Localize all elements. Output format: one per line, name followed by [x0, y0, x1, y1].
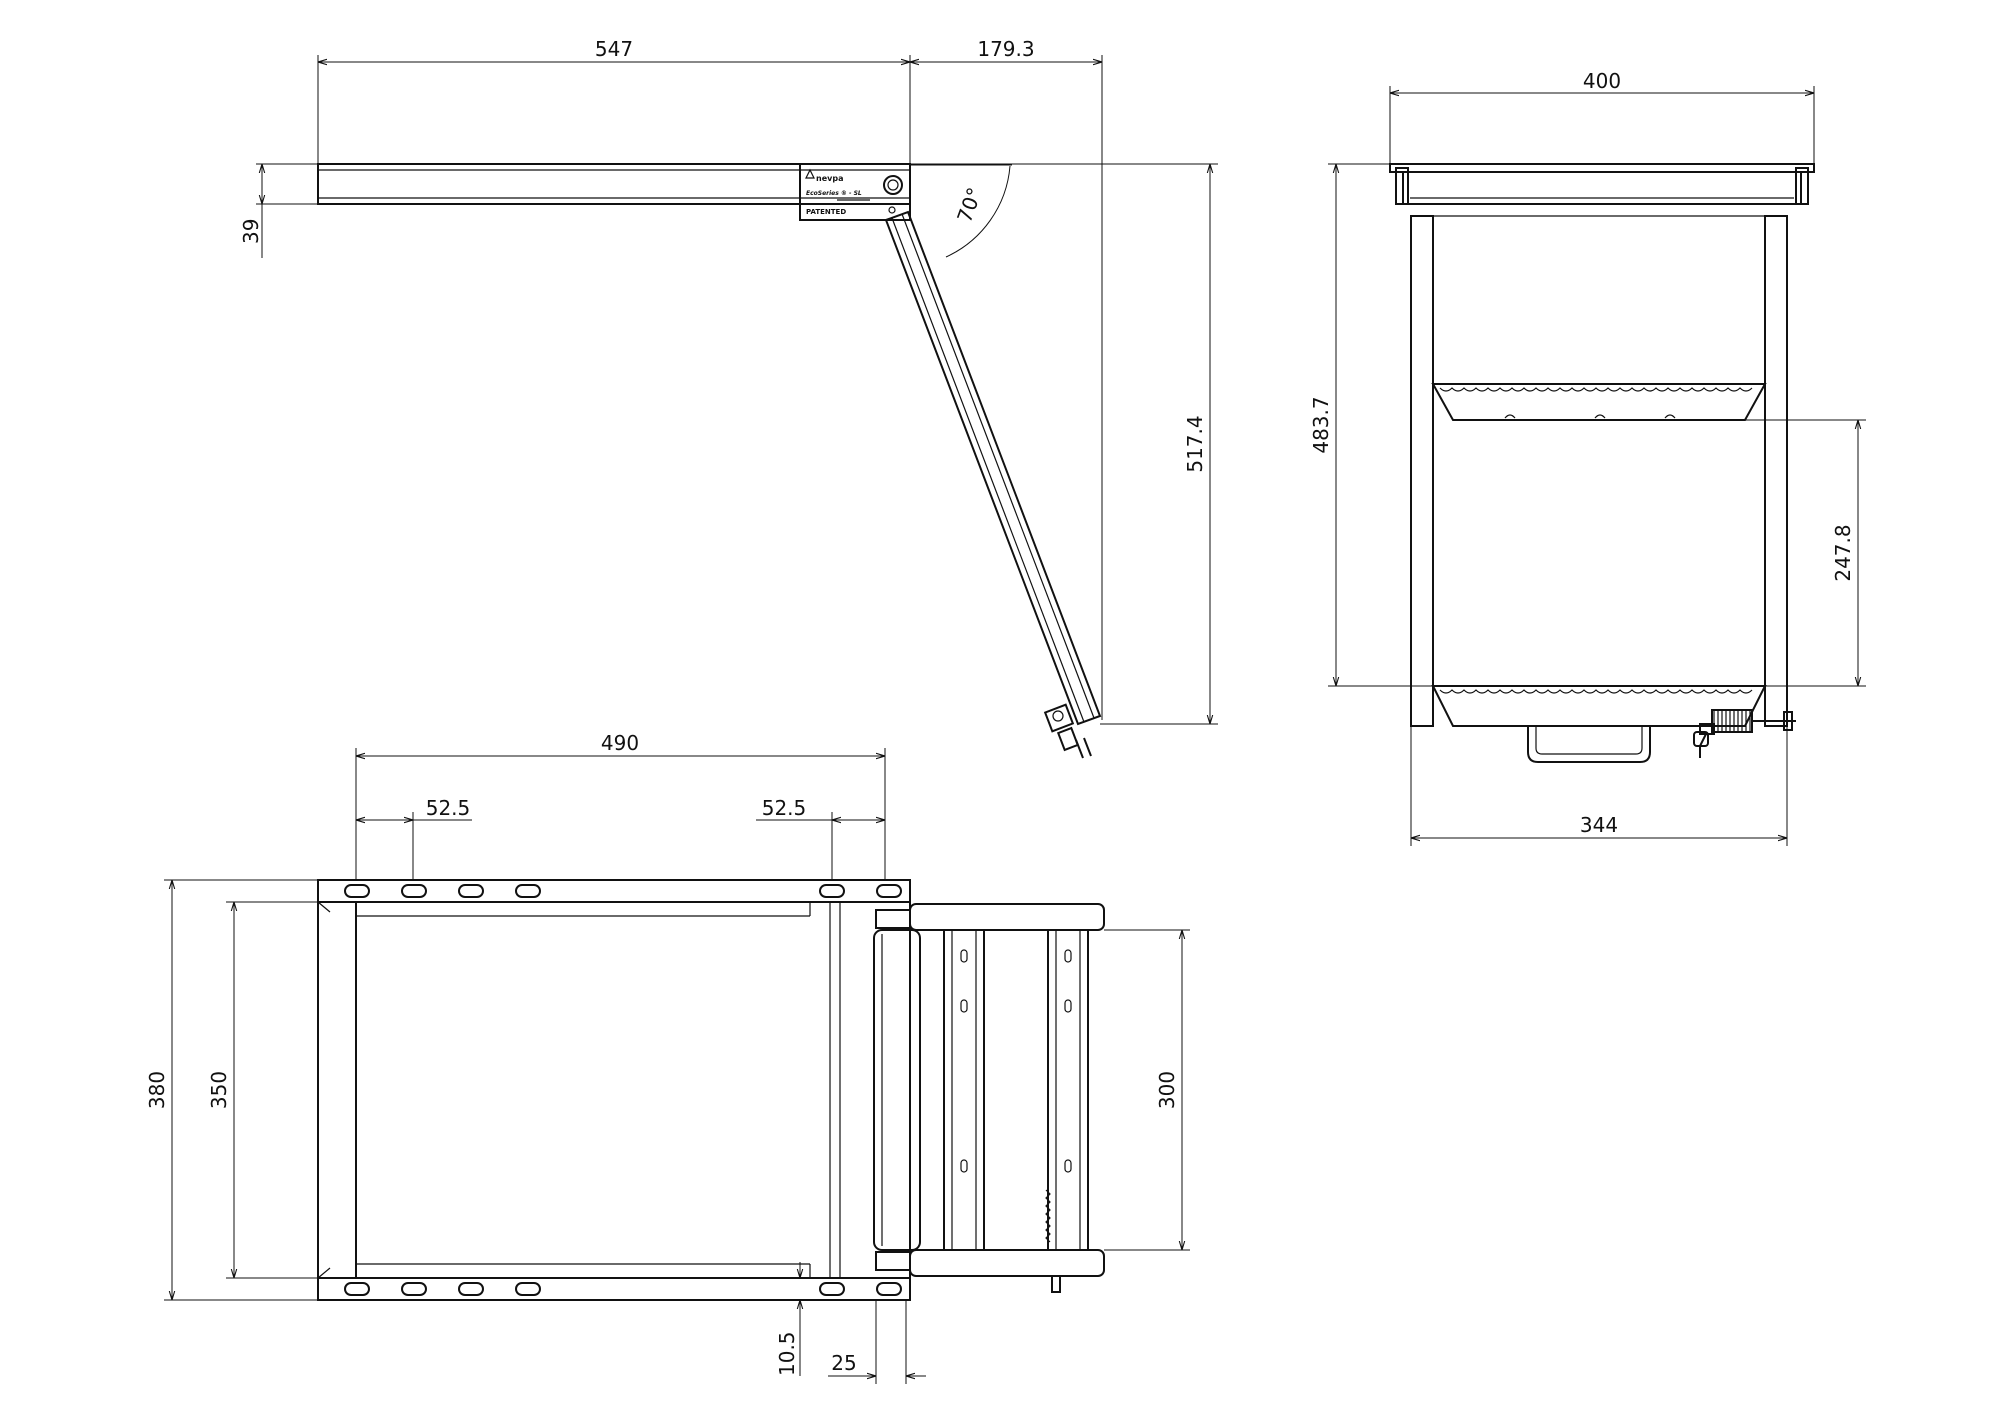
mounting-slots-lower [344, 1282, 902, 1296]
arm-foot [1043, 703, 1075, 733]
dim-side-angle: 70° [952, 184, 987, 226]
hinge-lower [875, 1251, 911, 1271]
dim-top-hole-left: 52.5 [426, 796, 471, 820]
step-pin [1051, 1275, 1061, 1293]
dim-top-edge: 10.5 [775, 1331, 799, 1376]
dim-top-step-width: 300 [1155, 1071, 1179, 1109]
dim-front-top-width: 400 [1583, 69, 1621, 93]
upper-step-treads [1439, 387, 1753, 419]
step-back-bar [909, 1249, 1105, 1277]
dim-top-width: 490 [601, 731, 639, 755]
dim-top-flange: 25 [831, 1351, 856, 1375]
spring-mechanism [1693, 709, 1796, 758]
step-tread-2 [1047, 929, 1089, 1251]
front-housing [1402, 171, 1802, 205]
lower-step [1431, 685, 1767, 727]
dim-top-hole-right: 52.5 [762, 796, 807, 820]
dim-front-bottom-width: 344 [1580, 813, 1618, 837]
label-brand: nevpa [816, 174, 843, 183]
step-roller [873, 929, 921, 1251]
pivot-bolt-icon [883, 175, 903, 195]
step-spring-icon [1045, 1189, 1051, 1243]
front-top-plate [1389, 163, 1815, 173]
lower-step-treads [1439, 689, 1753, 694]
dim-side-height: 517.4 [1183, 415, 1207, 472]
top-rail-lower [317, 1277, 911, 1301]
dim-side-length: 547 [595, 37, 633, 61]
label-series: EcoSeries ® - SL [806, 190, 862, 197]
label-plate [799, 163, 911, 221]
angle-arc [945, 165, 1011, 258]
dim-front-height: 483.7 [1309, 396, 1333, 453]
top-left-rail [317, 901, 357, 1279]
dim-side-extension: 179.3 [977, 37, 1034, 61]
right-upright [1764, 215, 1788, 727]
side-view: nevpa EcoSeries ® - SL PATENTED 70° 547 … [239, 37, 1218, 759]
mounting-slots-upper [344, 884, 902, 898]
step-tread-1 [943, 929, 985, 1251]
dim-front-step-height: 247.8 [1831, 524, 1855, 581]
brand-logo-icon [805, 168, 815, 179]
left-upright [1410, 215, 1434, 727]
front-view: 400 483.7 247.8 344 [1309, 69, 1866, 846]
step-handle [1527, 726, 1651, 763]
dim-top-height-outer: 380 [145, 1071, 169, 1109]
label-patent: PATENTED [806, 208, 846, 216]
dim-side-thickness: 39 [239, 219, 263, 244]
hinge-upper [875, 909, 911, 929]
top-view: 490 52.5 52.5 380 350 300 10.5 [145, 731, 1190, 1384]
tread-holes [960, 949, 1072, 1173]
step-arm [884, 210, 1102, 726]
dim-top-height-inner: 350 [207, 1071, 231, 1109]
top-frame [317, 879, 911, 1301]
top-rail-upper [317, 879, 911, 903]
step-front-bar [909, 903, 1105, 931]
